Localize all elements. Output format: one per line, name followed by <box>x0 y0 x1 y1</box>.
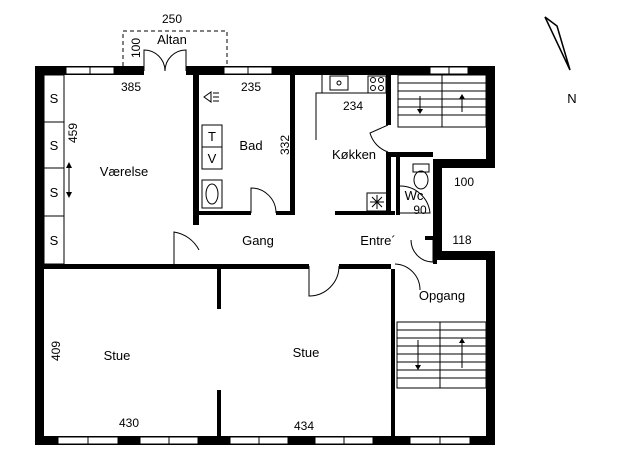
dim-entre-depth: 118 <box>452 233 471 247</box>
dim-stue-left-width: 430 <box>119 416 139 430</box>
compass-arrow-icon <box>544 16 571 71</box>
doors <box>173 124 434 297</box>
room-label-opgang: Opgang <box>419 288 465 303</box>
room-label-wc: Wc <box>405 188 424 203</box>
windows <box>57 66 471 445</box>
dim-altan-width: 250 <box>162 12 182 26</box>
bathroom-fixtures <box>201 91 223 209</box>
kitchen-counter <box>315 75 390 212</box>
wardrobe <box>43 74 65 265</box>
room-label-stue-left: Stue <box>104 348 131 363</box>
dim-vaerelse-depth: 459 <box>66 123 80 143</box>
dim-altan-depth: 100 <box>129 38 143 58</box>
balcony <box>122 30 228 66</box>
room-label-gang: Gang <box>242 233 274 248</box>
dim-stue-depth: 409 <box>49 341 63 361</box>
wardrobe-s-2: S <box>50 138 59 153</box>
dim-bad-depth: 332 <box>278 135 292 155</box>
staircase-bottom <box>396 321 487 389</box>
room-label-entre: Entre´ <box>360 233 395 248</box>
wardrobe-s-3: S <box>50 185 59 200</box>
dimension-arrow-vaerelse <box>66 162 72 198</box>
room-label-altan: Altan <box>157 32 187 47</box>
dim-vaerelse-width: 385 <box>121 80 141 94</box>
washer-label-t: T <box>208 129 216 144</box>
dim-wc-width: 90 <box>413 203 427 217</box>
dim-stue-right-width: 434 <box>294 419 314 433</box>
wardrobe-s-1: S <box>50 91 59 106</box>
dim-koekken-width: 234 <box>343 99 363 113</box>
staircase-top <box>397 74 487 128</box>
room-label-bad: Bad <box>239 138 262 153</box>
balcony-door <box>143 49 187 75</box>
wardrobe-s-4: S <box>50 233 59 248</box>
room-label-vaerelse: Værelse <box>100 164 148 179</box>
dim-wc-depth: 100 <box>454 175 474 189</box>
dryer-label-v: V <box>208 151 217 166</box>
compass-north-label: N <box>567 91 576 106</box>
dim-bad-width: 235 <box>241 80 261 94</box>
toilet <box>412 163 430 190</box>
interior-walls <box>44 75 437 436</box>
room-label-stue-right: Stue <box>293 345 320 360</box>
room-label-koekken: Køkken <box>332 147 376 162</box>
